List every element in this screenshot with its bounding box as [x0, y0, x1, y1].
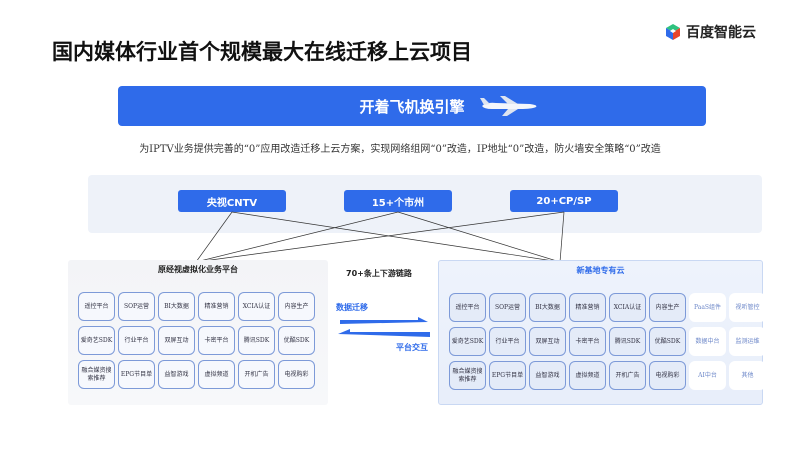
cloud-module: BI大数据: [529, 293, 566, 322]
cloud-module: 开机广告: [609, 361, 646, 390]
baidu-cloud-logo: 百度智能云: [664, 22, 756, 42]
cloud-module: 电视购彩: [649, 361, 686, 390]
cloud-module: 优酷SDK: [649, 327, 686, 356]
legacy-module: XCIA认证: [238, 292, 275, 321]
source-cntv: 央视CNTV: [178, 190, 286, 212]
cloud-module: 遥控平台: [449, 293, 486, 322]
legacy-module: 融合媒资搜索推荐: [78, 360, 115, 389]
cloud-module: 腾讯SDK: [609, 327, 646, 356]
legacy-module: SOP运营: [118, 292, 155, 321]
cloud-extension-module: 视听管控: [729, 293, 766, 322]
logo-text: 百度智能云: [686, 25, 756, 41]
cloud-module: 卡密平台: [569, 327, 606, 356]
banner-text: 开着飞机换引擎: [359, 97, 465, 116]
platform-interaction-label: 平台交互: [396, 343, 428, 352]
data-migration-label: 数据迁移: [336, 303, 368, 312]
legacy-module: BI大数据: [158, 292, 195, 321]
legacy-module: 行业平台: [118, 326, 155, 355]
cloud-module: 益智游戏: [529, 361, 566, 390]
legacy-module: 开机广告: [238, 360, 275, 389]
cloud-module: XCIA认证: [609, 293, 646, 322]
legacy-module: 双屏互动: [158, 326, 195, 355]
cloud-extension-module: 其他: [729, 361, 766, 390]
legacy-module: 电视购彩: [278, 360, 315, 389]
cloud-module: SOP运营: [489, 293, 526, 322]
cloud-module: 爱奇艺SDK: [449, 327, 486, 356]
legacy-module: 虚拟频道: [198, 360, 235, 389]
legacy-module: 卡密平台: [198, 326, 235, 355]
page-title: 国内媒体行业首个规模最大在线迁移上云项目: [52, 40, 472, 64]
legacy-module: 优酷SDK: [278, 326, 315, 355]
cloud-module: 双屏互动: [529, 327, 566, 356]
legacy-module: EPG节目单: [118, 360, 155, 389]
legacy-module: 精准营销: [198, 292, 235, 321]
subtitle: 为IPTV业务提供完善的“0”应用改造迁移上云方案，实现网络组网“0”改造，IP…: [139, 144, 661, 155]
airplane-icon: [480, 96, 537, 116]
private-cloud-title: 新基地专有云: [576, 266, 625, 275]
links-count: 70+条上下游链路: [346, 269, 412, 278]
cube-logo-icon: [666, 24, 680, 40]
legacy-module: 内容生产: [278, 292, 315, 321]
legacy-module: 遥控平台: [78, 292, 115, 321]
legacy-module: 益智游戏: [158, 360, 195, 389]
legacy-platform-title: 原经视虚拟化业务平台: [158, 265, 238, 274]
cloud-module: EPG节目单: [489, 361, 526, 390]
cloud-extension-module: AI中台: [689, 361, 726, 390]
source-cities: 15+个市州: [344, 190, 452, 212]
legacy-module: 爱奇艺SDK: [78, 326, 115, 355]
cloud-module: 行业平台: [489, 327, 526, 356]
cloud-module: 融合媒资搜索推荐: [449, 361, 486, 390]
cloud-module: 虚拟频道: [569, 361, 606, 390]
legacy-module: 腾讯SDK: [238, 326, 275, 355]
cloud-extension-module: 监测运维: [729, 327, 766, 356]
cloud-extension-module: 数据中台: [689, 327, 726, 356]
cloud-module: 精准营销: [569, 293, 606, 322]
banner: 开着飞机换引擎: [118, 86, 706, 126]
migration-arrows: [338, 317, 430, 337]
cloud-module: 内容生产: [649, 293, 686, 322]
cloud-extension-module: PaaS组件: [689, 293, 726, 322]
source-cpsp: 20+CP/SP: [510, 190, 618, 212]
